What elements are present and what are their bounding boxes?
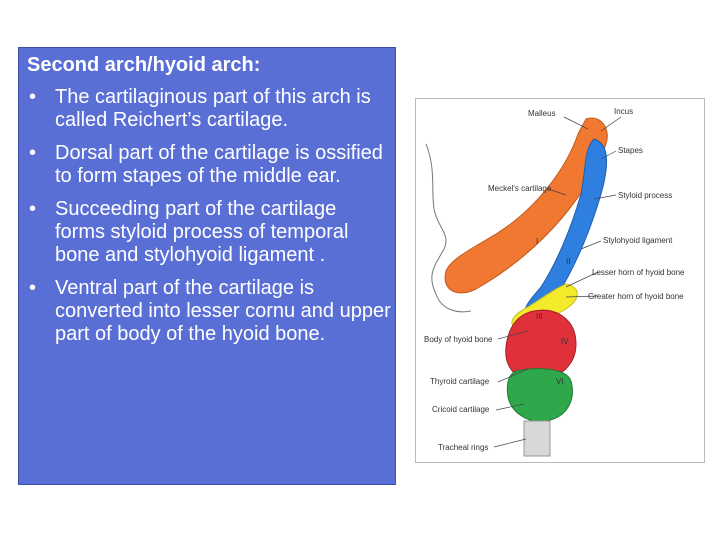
- arch-numeral-i: I: [536, 237, 538, 246]
- bullet-text: The cartilaginous part of this arch is c…: [55, 86, 371, 131]
- bullet-text: Dorsal part of the cartilage is ossified…: [55, 142, 383, 187]
- bullet-marker: •: [29, 86, 37, 108]
- arch-numeral-iii: III: [536, 312, 543, 321]
- stapes-label: Stapes: [618, 146, 643, 155]
- pharyngeal-arch-figure: Malleus Incus Stapes Meckel's cartilage …: [415, 98, 705, 463]
- face-outline: [425, 143, 472, 313]
- thyroid-cartilage-label: Thyroid cartilage: [430, 377, 490, 386]
- bullet-text: Succeeding part of the cartilage forms s…: [55, 198, 349, 266]
- lesser-horn-label: Lesser horn of hyoid bone: [592, 268, 685, 277]
- bullet-list: • The cartilaginous part of this arch is…: [19, 86, 397, 356]
- cricoid-cartilage-label: Cricoid cartilage: [432, 405, 490, 414]
- bullet-marker: •: [29, 142, 37, 164]
- styloid-process-label: Styloid process: [618, 191, 672, 200]
- body-hyoid-label: Body of hyoid bone: [424, 335, 493, 344]
- arch-diagram: Malleus Incus Stapes Meckel's cartilage …: [424, 107, 685, 457]
- bullet-marker: •: [29, 198, 37, 220]
- bullet-item: • Ventral part of the cartilage is conve…: [19, 277, 397, 346]
- stylohyoid-ligament-label: Stylohyoid ligament: [603, 236, 673, 245]
- trachea-shape: [523, 420, 551, 457]
- arch-numeral-ii: II: [566, 257, 570, 266]
- incus-label: Incus: [614, 107, 633, 116]
- greater-horn-label: Greater horn of hyoid bone: [588, 292, 684, 301]
- leader-lines: [493, 116, 622, 448]
- meckels-cartilage-label: Meckel's cartilage: [488, 184, 552, 193]
- bullet-text: Ventral part of the cartilage is convert…: [55, 277, 391, 345]
- arch-numeral-vi: VI: [556, 377, 564, 386]
- arch-numeral-iv: IV: [561, 337, 569, 346]
- bullet-marker: •: [29, 277, 37, 299]
- malleus-label: Malleus: [528, 109, 556, 118]
- tracheal-rings-label: Tracheal rings: [438, 443, 488, 452]
- first-arch-shape: [444, 117, 608, 294]
- bullet-item: • Succeeding part of the cartilage forms…: [19, 198, 397, 267]
- bullet-item: • The cartilaginous part of this arch is…: [19, 86, 397, 132]
- text-panel: Second arch/hyoid arch: • The cartilagin…: [18, 47, 396, 485]
- slide-heading: Second arch/hyoid arch:: [27, 54, 261, 76]
- bullet-item: • Dorsal part of the cartilage is ossifi…: [19, 142, 397, 188]
